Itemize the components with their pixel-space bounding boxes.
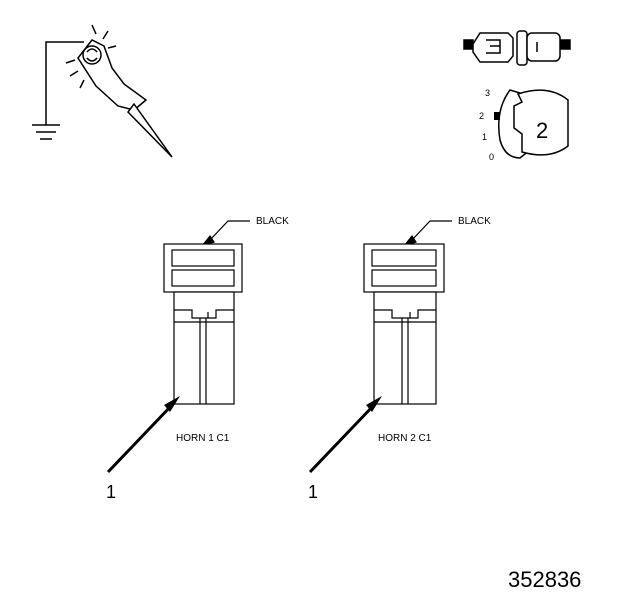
connector-1-wire-label: BLACK xyxy=(256,216,289,227)
connector-1-callout: 1 xyxy=(106,482,116,502)
connector-horn-2 xyxy=(363,220,452,405)
callout-arrow-1 xyxy=(106,396,180,474)
tab-position-0: 0 xyxy=(489,152,494,162)
test-probe-icon xyxy=(32,24,173,158)
tab-position-marker xyxy=(494,112,500,120)
connector-2-name: HORN 2 C1 xyxy=(378,433,432,444)
figure-number: 352836 xyxy=(508,567,581,592)
tab-position-3: 3 xyxy=(485,88,490,98)
tab-position-1: 1 xyxy=(482,132,487,142)
locking-tab-icon: 3 2 1 0 2 xyxy=(479,88,569,162)
step-number: 2 xyxy=(536,118,548,143)
connector-horn-1 xyxy=(163,220,250,405)
connector-2-callout: 1 xyxy=(308,482,318,502)
ground-icon xyxy=(32,124,60,140)
callout-arrow-2 xyxy=(308,396,382,474)
connector-1-name: HORN 1 C1 xyxy=(176,433,230,444)
tab-position-2: 2 xyxy=(479,111,484,121)
connector-separate-icon xyxy=(463,30,571,66)
connector-2-wire-label: BLACK xyxy=(458,216,491,227)
